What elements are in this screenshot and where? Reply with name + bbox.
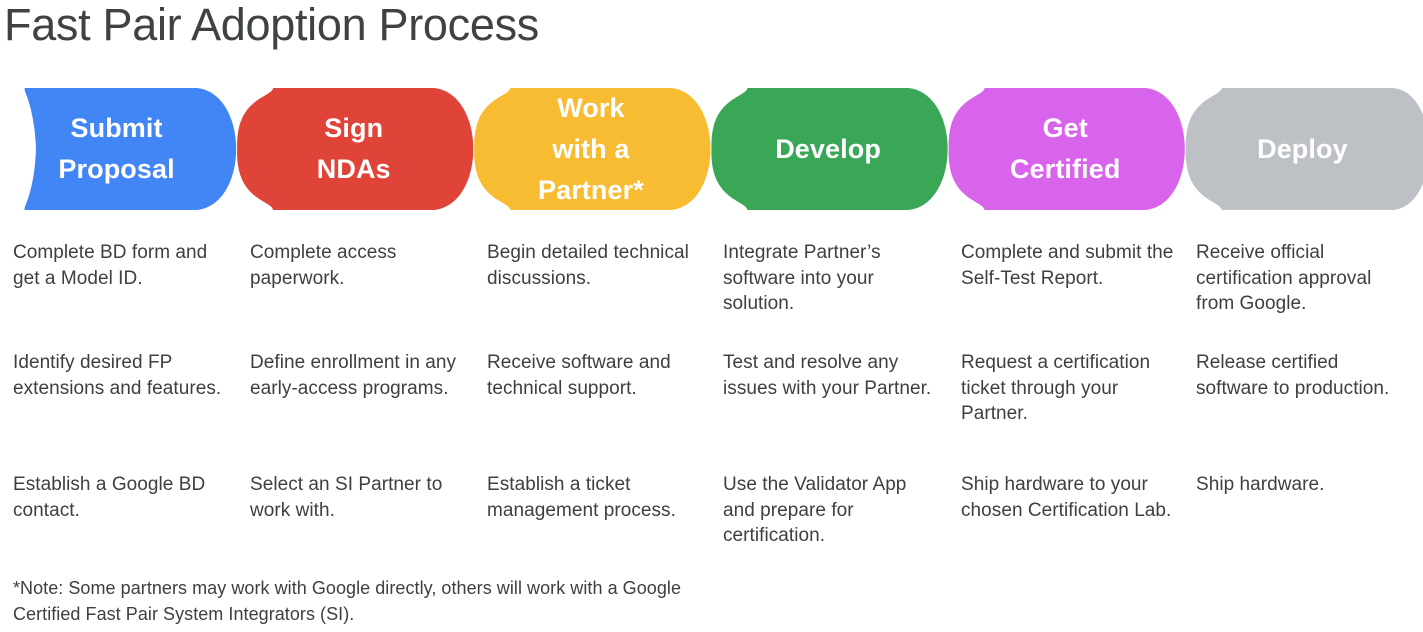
detail-item: Request a certification ticket through y… xyxy=(961,352,1151,424)
detail-item: Integrate Partner’s software into your s… xyxy=(723,242,881,314)
detail-item: Ship hardware to your chosen Certificati… xyxy=(961,474,1172,521)
process-step-submit-proposal[interactable] xyxy=(24,88,237,210)
detail-item: Complete access paperwork. xyxy=(250,242,397,289)
process-step-sign-ndas[interactable] xyxy=(237,88,474,210)
detail-item: Use the Validator App and prepare for ce… xyxy=(723,474,907,546)
process-step-deploy[interactable] xyxy=(1185,88,1423,210)
detail-item: Complete BD form and get a Model ID. xyxy=(13,242,208,289)
detail-item: Begin detailed technical discussions. xyxy=(487,242,689,289)
detail-item: Establish a ticket management process. xyxy=(487,474,676,521)
page-title: Fast Pair Adoption Process xyxy=(4,0,539,50)
detail-item: Receive official certification approval … xyxy=(1196,242,1372,314)
detail-item: Ship hardware. xyxy=(1196,474,1325,495)
detail-item: Test and resolve any issues with your Pa… xyxy=(723,352,932,399)
detail-item: Select an SI Partner to work with. xyxy=(250,474,443,521)
process-step-get-certified[interactable] xyxy=(948,88,1185,210)
detail-item: Receive software and technical support. xyxy=(487,352,671,399)
detail-item: Identify desired FP extensions and featu… xyxy=(13,352,222,399)
process-banner-shapes xyxy=(24,88,1423,210)
detail-item: Establish a Google BD contact. xyxy=(13,474,206,521)
detail-item: Release certified software to production… xyxy=(1196,352,1390,399)
process-step-work-with-a-partner[interactable] xyxy=(474,88,711,210)
process-details-grid: Complete BD form and get a Model ID. Iden… xyxy=(0,240,1423,550)
footnote-note: *Note: Some partners may work with Googl… xyxy=(13,578,682,624)
process-step-develop[interactable] xyxy=(711,88,948,210)
detail-item: Define enrollment in any early-access pr… xyxy=(250,352,457,399)
detail-item: Complete and submit the Self-Test Report… xyxy=(961,242,1174,289)
